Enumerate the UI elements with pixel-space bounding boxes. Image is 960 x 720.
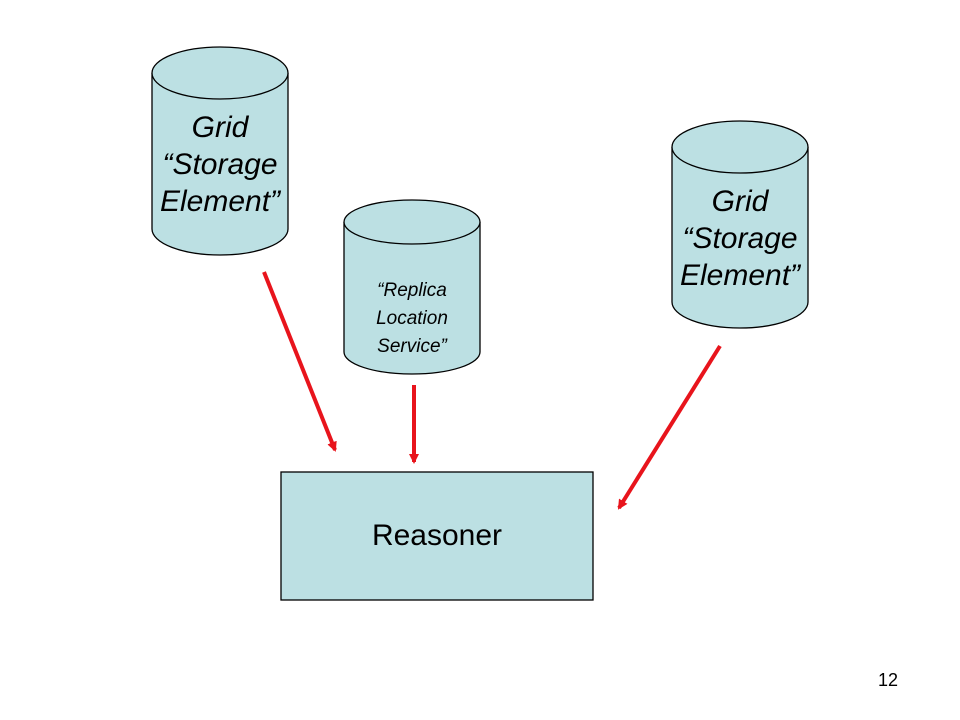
storage-right-line2: “Storage — [682, 221, 798, 255]
storage-right-line3: Element” — [679, 258, 801, 292]
storage-left-line2: “Storage — [162, 147, 278, 181]
replica-location-service-cylinder — [343, 199, 481, 375]
storage-left-line3: Element” — [159, 184, 281, 218]
replica-line1: “Replica — [377, 280, 447, 301]
replica-location-service-label: “Replica Location Service” — [344, 276, 480, 362]
replica-line2: Location — [376, 308, 448, 329]
storage-element-right-label: Grid “Storage Element” — [672, 182, 808, 294]
reasoner-label: Reasoner — [371, 519, 503, 552]
reasoner-box — [280, 471, 594, 601]
storage-right-line1: Grid — [711, 184, 769, 218]
page-number: 12 — [877, 670, 898, 690]
storage-element-left-cylinder — [151, 46, 289, 256]
replica-line3: Service” — [377, 336, 447, 357]
arrow-right-storage-to-reasoner — [617, 344, 722, 510]
storage-element-right-cylinder — [671, 120, 809, 329]
storage-left-line1: Grid — [191, 110, 249, 144]
storage-element-left-label: Grid “Storage Element” — [152, 108, 288, 220]
arrow-left-storage-to-reasoner — [262, 271, 337, 452]
